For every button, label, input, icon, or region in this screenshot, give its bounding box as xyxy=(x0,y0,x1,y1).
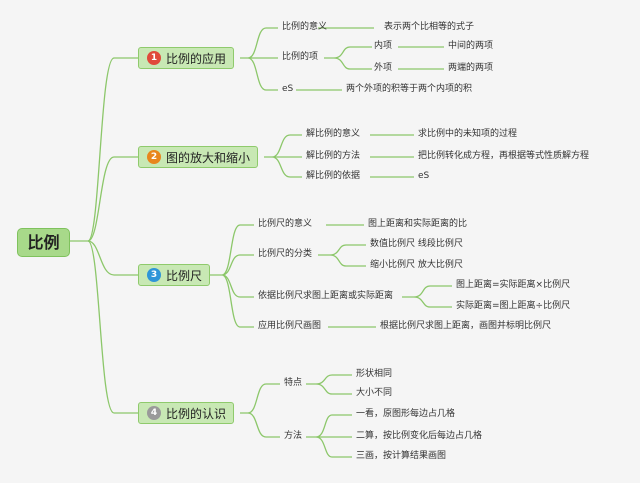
branch-3-label: 比例尺 xyxy=(166,268,203,283)
branch-1-label: 比例的应用 xyxy=(166,51,227,66)
branch-2-child-2-desc: 把比例转化成方程，再根据等式性质解方程 xyxy=(418,151,590,161)
branch-3-child-2-sub-1: 数值比例尺 线段比例尺 xyxy=(370,239,463,249)
branch-3-child-4-label: 应用比例尺画图 xyxy=(258,321,322,331)
branch-4-child-2-label: 方法 xyxy=(284,431,303,441)
branch-4-label: 比例的认识 xyxy=(166,406,227,421)
branch-4-child-1-sub-2: 大小不同 xyxy=(356,388,393,398)
branch-3-child-3-sub-2: 实际距离=图上距离÷比例尺 xyxy=(456,301,571,311)
branch-4-child-2-sub-2: 二算，按比例变化后每边占几格 xyxy=(356,431,483,441)
branch-4-child-2-sub-1: 一看，原图形每边占几格 xyxy=(356,409,456,419)
branch-3-child-4-desc: 根据比例尺求图上距离，画图并标明比例尺 xyxy=(380,321,552,331)
branch-2-child-2-label: 解比例的方法 xyxy=(306,151,361,161)
branch-3-number-badge: 3 xyxy=(147,268,161,282)
branch-1-child-3-desc: 两个外项的积等于两个内项的积 xyxy=(346,84,473,94)
branch-1-node: 1 比例的应用 xyxy=(138,47,235,69)
branch-2-child-1-desc: 求比例中的未知项的过程 xyxy=(418,129,518,139)
branch-2-node: 2 图的放大和缩小 xyxy=(138,146,259,168)
branch-3-child-3-sub-1: 图上距离=实际距离×比例尺 xyxy=(456,280,571,290)
branch-3-child-2-label: 比例尺的分类 xyxy=(258,249,313,259)
branch-3-node: 3 比例尺 xyxy=(138,264,211,286)
branch-1-child-3-label: eS xyxy=(282,84,294,94)
branch-2-child-1-label: 解比例的意义 xyxy=(306,129,361,139)
branch-2-child-3-desc: eS xyxy=(418,171,430,181)
branch-1-child-2-label: 比例的项 xyxy=(282,52,319,62)
branch-3-child-2-sub-2: 缩小比例尺 放大比例尺 xyxy=(370,260,463,270)
branch-2-child-3-label: 解比例的依据 xyxy=(306,171,361,181)
branch-4-child-1-label: 特点 xyxy=(284,378,303,388)
branch-1-child-2-sub-1-label: 内项 xyxy=(374,41,393,51)
branch-1-number-badge: 1 xyxy=(147,51,161,65)
branch-4-child-2-sub-3: 三画，按计算结果画图 xyxy=(356,451,447,461)
branch-1-child-2-sub-2-label: 外项 xyxy=(374,63,393,73)
branch-4-child-1-sub-1: 形状相同 xyxy=(356,369,393,379)
branch-2-number-badge: 2 xyxy=(147,150,161,164)
branch-4-number-badge: 4 xyxy=(147,406,161,420)
branch-1-child-2-sub-1-desc: 中间的两项 xyxy=(448,41,494,51)
branch-1-child-1-label: 比例的意义 xyxy=(282,22,328,32)
branch-4-node: 4 比例的认识 xyxy=(138,402,235,424)
branch-3-child-3-label: 依据比例尺求图上距离或实际距离 xyxy=(258,291,394,301)
branch-3-child-1-desc: 图上距离和实际距离的比 xyxy=(368,219,468,229)
branch-1-child-1-desc: 表示两个比相等的式子 xyxy=(384,22,475,32)
root-node: 比例 xyxy=(17,228,70,257)
branch-1-child-2-sub-2-desc: 两端的两项 xyxy=(448,63,494,73)
branch-3-child-1-label: 比例尺的意义 xyxy=(258,219,313,229)
branch-2-label: 图的放大和缩小 xyxy=(166,150,251,165)
